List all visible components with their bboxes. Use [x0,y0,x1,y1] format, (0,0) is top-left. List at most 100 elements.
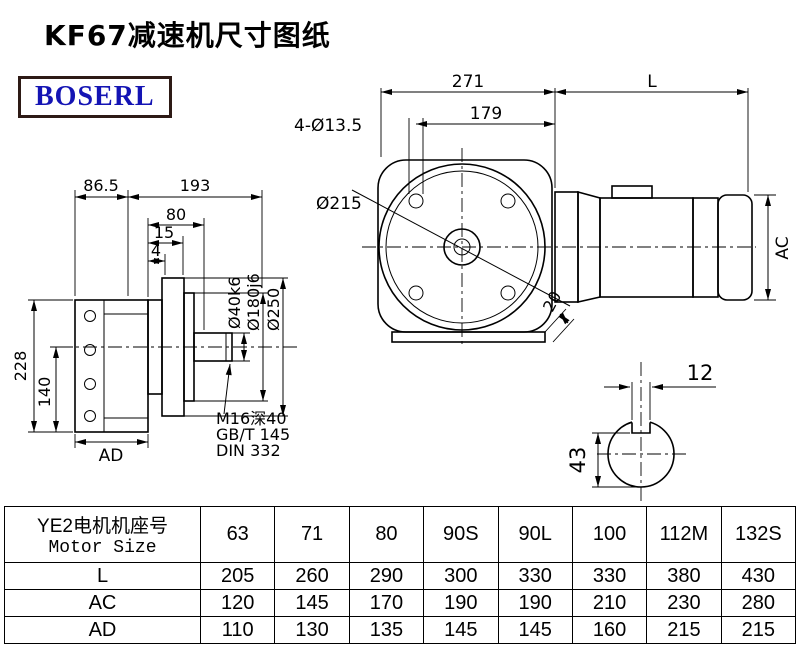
bolt-hole [500,193,516,209]
value-cell: 160 [571,616,648,644]
frame-size-90S: 90S [423,506,499,563]
motor-size-label-en: Motor Size [48,538,157,558]
dim-label-140: 140 [35,377,54,408]
table-row-AD: AD 110 130 135 145 145 160 215 215 [4,616,797,644]
dim-label-43: 43 [566,447,590,474]
frame-size-90L: 90L [497,506,573,563]
brand-logo: BOSERL [18,76,172,118]
row-label-AC: AC [4,589,201,617]
motor-body-fins [599,197,694,298]
value-cell: 190 [497,589,573,617]
dim-label-shaft-dia: Ø40k6 [225,277,244,329]
value-cell: 130 [274,616,350,644]
motor [554,185,753,304]
dim-key-width: 12 [604,361,716,420]
shaft-section: 12 43 [566,361,716,505]
bolt-hole [408,285,424,301]
value-cell: 380 [646,562,722,590]
dimension-table-wrap: YE2电机机座号 Motor Size 63 71 80 90S 90L 100… [4,506,797,644]
value-cell: 430 [720,562,797,590]
dim-ad: AD [74,434,149,466]
dim-271: 271 [380,72,556,188]
dim-label-86-5: 86.5 [83,176,119,195]
value-cell: 280 [720,589,797,617]
dim-label-80: 80 [166,205,186,224]
motor-end-bell [692,197,719,298]
value-cell: 260 [274,562,350,590]
side-view: 86.5 193 80 15 4 [11,176,298,466]
value-cell: 145 [423,616,499,644]
dim-L: L [555,72,749,192]
page-title: KF67减速机尺寸图纸 [44,19,331,52]
value-cell: 170 [348,589,425,617]
dim-shaft-diameter: Ø40k6 [225,277,250,362]
value-cell: 215 [720,616,797,644]
dim-label-flange-dia: Ø250 [264,288,283,331]
dim-label-bolt-holes: 4-Ø13.5 [294,116,362,136]
mounting-foot [391,331,546,343]
dim-spigot-diameter: Ø180j6 [194,273,268,402]
frame-size-112M: 112M [646,506,722,563]
dimension-drawing: 86.5 193 80 15 4 [11,72,793,505]
dim-label-ad: AD [99,446,124,466]
note-m16: M16深40 [216,409,287,428]
value-cell: 330 [497,562,573,590]
value-cell: 290 [348,562,425,590]
dim-label-flange-circle: Ø215 [316,194,362,214]
dim-flange-diameter: Ø250 [184,277,288,417]
value-cell: 190 [423,589,499,617]
dim-label-228: 228 [11,351,30,382]
dim-179: 179 [408,104,555,194]
value-cell: 110 [199,616,276,644]
dim-label-4: 4 [151,241,161,260]
note-gbt145: GB/T 145 [216,425,290,444]
motor-size-header-cell: YE2电机机座号 Motor Size [4,506,201,563]
gearbox-housing-outline [58,277,298,433]
brand-logo-text: BOSERL [35,81,155,112]
value-cell: 330 [571,562,648,590]
dim-label-15: 15 [154,223,174,242]
value-cell: 135 [348,616,425,644]
terminal-box [611,185,653,199]
dim-label-193: 193 [180,176,211,195]
value-cell: 145 [497,616,573,644]
dim-label-12: 12 [687,361,714,385]
dim-228: 228 [11,299,73,433]
dimension-table: YE2电机机座号 Motor Size 63 71 80 90S 90L 100… [4,506,797,644]
frame-size-63: 63 [199,506,276,563]
gearbox-front-outline [351,148,756,344]
bolt-hole [408,193,424,209]
value-cell: 205 [199,562,276,590]
dim-label-AC: AC [773,236,793,259]
table-row-L: L 205 260 290 300 330 330 380 430 [4,562,797,590]
dim-label-spigot-dia: Ø180j6 [244,273,263,331]
dim-86-5: 86.5 [74,176,129,296]
dim-43: 43 [566,432,639,488]
bolt-hole [500,285,516,301]
value-cell: 300 [423,562,499,590]
frame-size-71: 71 [274,506,350,563]
dim-80-15-4: 80 15 4 [147,205,205,330]
diameter-leader [351,189,571,307]
dim-193: 193 [128,176,263,288]
fan-cover [717,194,753,301]
tapped-hole-note: M16深40 GB/T 145 DIN 332 [216,363,290,460]
note-din332: DIN 332 [216,441,281,460]
dim-label-179: 179 [470,104,502,124]
value-cell: 120 [199,589,276,617]
dim-label-L: L [647,72,657,92]
value-cell: 210 [571,589,648,617]
motor-size-label-cn: YE2电机机座号 [37,516,168,537]
dim-label-271: 271 [452,72,484,92]
frame-size-80: 80 [348,506,425,563]
row-label-AD: AD [4,616,201,644]
front-view: 271 L 179 4-Ø13.5 Ø215 AC [294,72,793,344]
value-cell: 215 [646,616,722,644]
row-label-L: L [4,562,201,590]
dim-AC: AC [754,194,793,301]
frame-size-100: 100 [571,506,648,563]
dim-140: 140 [35,346,73,432]
table-header-row: YE2电机机座号 Motor Size 63 71 80 90S 90L 100… [4,506,797,563]
value-cell: 230 [646,589,722,617]
